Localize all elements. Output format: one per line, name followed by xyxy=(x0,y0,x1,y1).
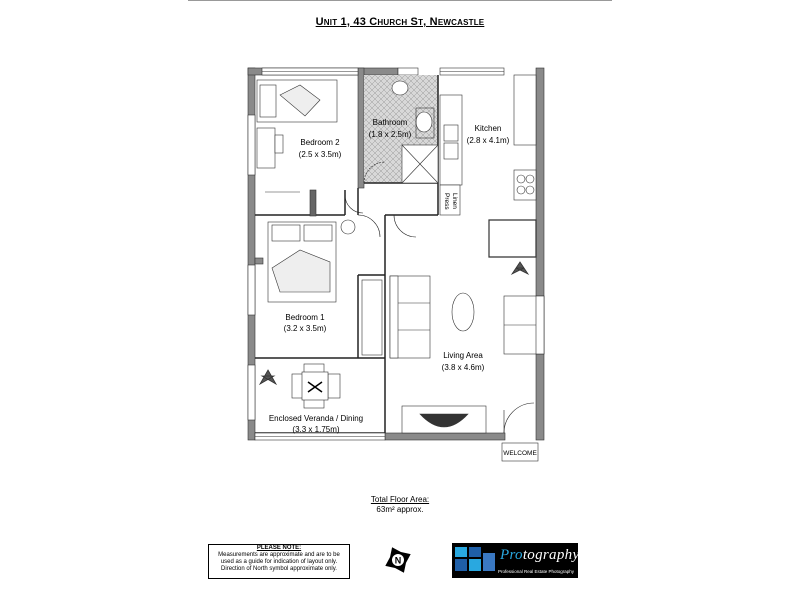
bedroom2-dims: (2.5 x 3.5m) xyxy=(299,150,342,159)
floor-area: Total Floor Area: 63m² approx. xyxy=(340,495,460,515)
kitchen-dims: (2.8 x 4.1m) xyxy=(467,136,510,145)
bedroom2-furniture xyxy=(256,79,338,217)
logo-brand-accent: Pro xyxy=(500,547,523,563)
living-name: Living Area xyxy=(443,351,483,360)
veranda-dims: (3.3 x 1.75m) xyxy=(292,425,339,434)
veranda-name: Enclosed Veranda / Dining xyxy=(269,414,363,423)
compass-letter: N xyxy=(395,556,402,566)
note-line-1: Measurements are approximate and are to … xyxy=(218,552,340,558)
logo-tagline: Professional Real Estate Photography xyxy=(498,569,575,574)
bathroom-dims: (1.8 x 2.5m) xyxy=(369,130,412,139)
floor-area-label: Total Floor Area: xyxy=(370,495,430,504)
company-logo: Protography Professional Real Estate Pho… xyxy=(452,543,578,578)
page-title: Unit 1, 43 Church St, Newcastle xyxy=(315,16,485,28)
doors xyxy=(344,161,535,434)
left-windows xyxy=(247,114,256,421)
linen-label: Linen xyxy=(451,193,458,209)
logo-brand-rest: tography xyxy=(522,547,578,563)
living-furniture xyxy=(389,275,545,434)
logo-squares-icon xyxy=(455,547,495,571)
bedroom2-name: Bedroom 2 xyxy=(300,138,340,147)
bedroom1-dims: (3.2 x 3.5m) xyxy=(284,324,327,333)
logo-brand: Protography xyxy=(500,547,578,564)
kitchen-name: Kitchen xyxy=(475,124,502,133)
welcome-mat xyxy=(501,442,539,462)
bedroom1-name: Bedroom 1 xyxy=(285,313,325,322)
top-rule xyxy=(188,0,612,1)
north-compass-icon: N xyxy=(383,545,413,575)
note-heading: PLEASE NOTE: xyxy=(256,545,302,551)
kitchen-fixtures xyxy=(439,74,537,258)
plant-icons xyxy=(258,261,530,386)
press-label: Press xyxy=(443,193,450,210)
welcome-text: WELCOME xyxy=(503,450,537,457)
bedroom1-furniture xyxy=(267,219,383,356)
room-labels: Bedroom 2 (2.5 x 3.5m) Bathroom (1.8 x 2… xyxy=(269,118,510,434)
note-line-2: used as a guide for indication of layout… xyxy=(220,559,338,565)
living-dims: (3.8 x 4.6m) xyxy=(442,363,485,372)
disclaimer-note: PLEASE NOTE: Measurements are approximat… xyxy=(208,544,350,579)
bathroom-fixtures xyxy=(391,80,439,184)
floor-area-value: 63m² approx. xyxy=(376,505,424,514)
dining-furniture xyxy=(291,363,341,409)
bathroom-name: Bathroom xyxy=(373,118,408,127)
note-line-3: Direction of North symbol approximate on… xyxy=(221,566,337,572)
